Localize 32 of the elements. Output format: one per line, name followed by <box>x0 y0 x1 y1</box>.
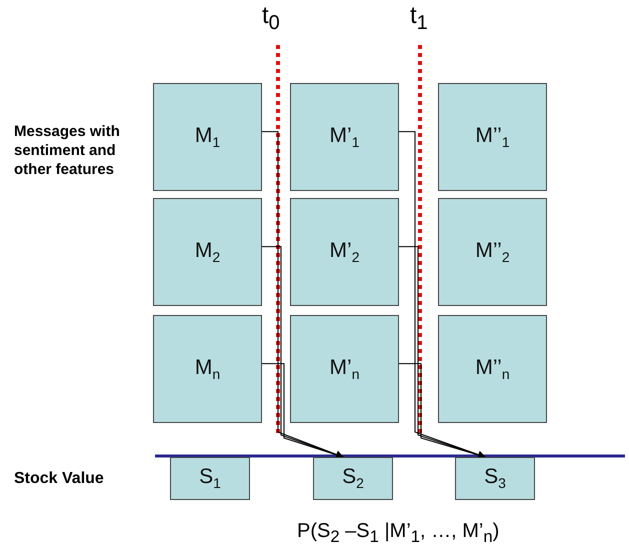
row-group-label: Messages with sentiment and other features <box>14 122 121 179</box>
stock-value-box <box>455 457 535 500</box>
message-box <box>290 83 399 191</box>
arrow <box>398 363 486 459</box>
message-box <box>153 315 262 423</box>
node-label: M$_{1}$ <box>194 124 220 150</box>
message-box <box>438 315 547 423</box>
node-label: M$_{n}$ <box>194 356 220 382</box>
node-label: M’’$_{1}$ <box>475 124 510 150</box>
node-label: M’$_{2}$ <box>330 238 360 266</box>
arrow <box>398 246 486 459</box>
probability-formula: P(S$_{2}$ –S$_{1}$ |M’$_{1}$, …, M’$_{n}$) <box>297 520 500 547</box>
message-box <box>290 198 399 306</box>
node-label: S$_{2}$ <box>342 465 364 492</box>
message-box <box>153 83 262 191</box>
node-label: M$_{2}$ <box>194 238 220 266</box>
message-box <box>153 198 262 306</box>
arrow <box>262 363 344 459</box>
node-label: S$_{3}$ <box>484 465 506 492</box>
node-label: S$_{1}$ <box>199 465 221 492</box>
time-label: t$_{1}$ <box>410 2 428 35</box>
node-label: M’$_{n}$ <box>330 356 360 382</box>
message-box <box>438 198 547 306</box>
stock-value-box <box>170 457 250 500</box>
node-label: M’$_{1}$ <box>330 124 360 150</box>
stock-value-box <box>313 457 393 500</box>
time-label: t$_{0}$ <box>262 2 280 35</box>
axis-label: Stock Value <box>14 470 104 488</box>
node-label: M’’$_{n}$ <box>475 356 510 382</box>
node-label: M’’$_{2}$ <box>475 238 510 266</box>
message-box <box>438 83 547 191</box>
message-box <box>290 315 399 423</box>
